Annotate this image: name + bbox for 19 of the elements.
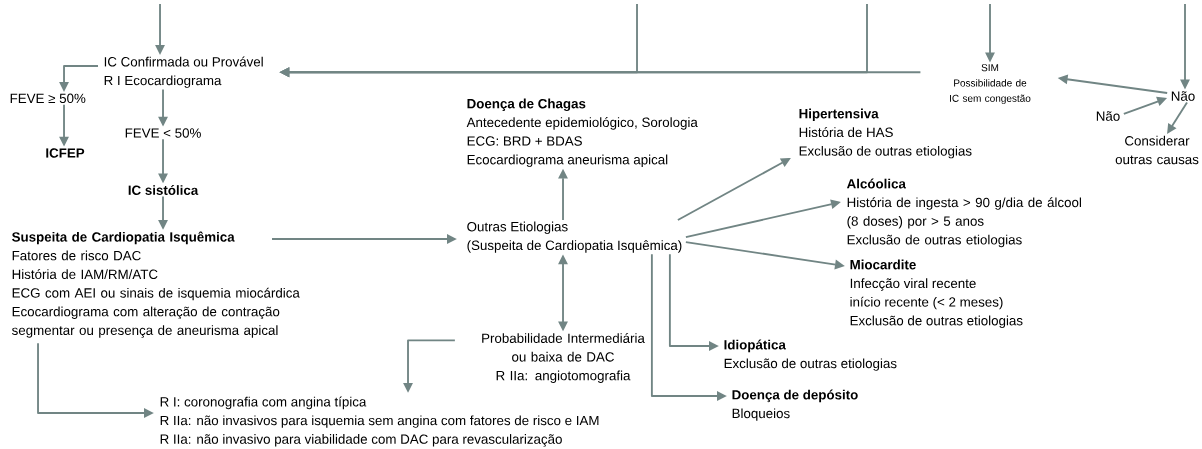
step-text: Hipertensiva História de HAS Exclusão de outras etiologias	[799, 108, 972, 159]
step-text: Probabilidade Intermediária ou baixa de DAC R IIa: angiotomografia	[482, 333, 645, 383]
step-text: R I: coronografia com angina típica R IIa: não invasivos para isquemia sem angina com fatores de risco e IAM R IIa: não invasivo para viabilidade com DAC para revascularização	[160, 396, 599, 447]
step-text: Doença de Chagas Antecedente epidemiológico, Sorologia ECG: BRD + BDAS Ecocardiograma aneurisma apical	[466, 98, 698, 167]
step-text: Doença de depósito Bloqueios	[732, 389, 858, 421]
step-text: Alcóolica História de ingesta > 90 g/dia de álcool (8 doses) por > 5 anos Exclusão de outras etiologias	[846, 178, 1081, 248]
step-text: ICFEP	[46, 148, 85, 158]
step-text: FEVE ≥ 50%	[10, 93, 86, 104]
step-text: Outras Etiologias (Suspeita de Cardiopatia Isquêmica)	[467, 221, 682, 253]
step-text: IC sistólica	[128, 185, 199, 195]
step-text: Suspeita de Cardiopatia Isquêmica Fatores de risco DAC História de IAM/RM/ATC ECG com AEI ou sinais de isquemia miocárdica Ecocardiograma com alteração de contração segmentar ou presença de aneurisma apical	[12, 231, 300, 338]
step-text: Não	[1171, 91, 1195, 101]
step-text: Miocardite Infecção viral recente início recente (< 2 meses) Exclusão de outras etiologias	[850, 259, 1023, 328]
step-text: FEVE < 50%	[125, 128, 201, 138]
step-text: Considerar outras causas	[1115, 135, 1199, 165]
step-text: Não	[1096, 111, 1120, 121]
step-text: SIM Possibilidade de IC sem congestão	[950, 64, 1031, 104]
step-text: IC Confirmada ou Provável R I Ecocardiograma	[104, 56, 263, 88]
step-text: Idiopática Exclusão de outras etiologias	[724, 339, 897, 371]
